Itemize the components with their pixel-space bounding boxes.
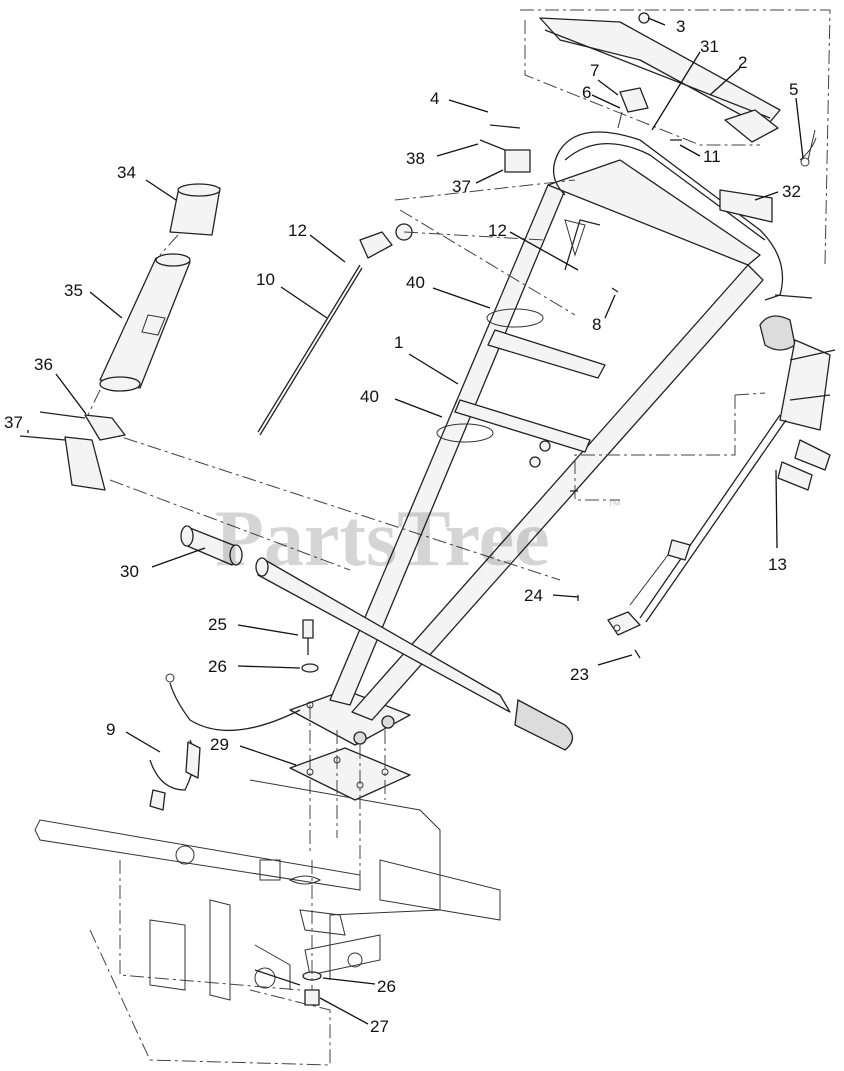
callout-11: 11 bbox=[703, 147, 721, 166]
callout-40a: 40 bbox=[406, 273, 425, 292]
callout-13: 13 bbox=[768, 555, 787, 574]
callout-29: 29 bbox=[210, 735, 229, 754]
callout-6: 6 bbox=[582, 83, 591, 102]
callout-8: 7 bbox=[590, 61, 599, 80]
cable-ties bbox=[436, 308, 544, 443]
upper-control-parts bbox=[479, 9, 831, 293]
control-rod bbox=[257, 179, 576, 436]
callout-labels: 3 2 31 7 6 5 4 11 38 37 32 34 12 12 10 4… bbox=[4, 17, 801, 1036]
callout-34: 35 bbox=[64, 281, 83, 300]
callout-38: 38 bbox=[406, 149, 425, 168]
callout-26b: 26 bbox=[377, 977, 396, 996]
watermark-trademark: ™ bbox=[607, 497, 621, 513]
watermark: PartsTree bbox=[215, 495, 550, 583]
callout-7: 8 bbox=[592, 315, 601, 334]
callout-5: 5 bbox=[789, 80, 798, 99]
callout-26a: 26 bbox=[208, 657, 227, 676]
callout-33: 34 bbox=[117, 163, 136, 182]
handle-grip-tube bbox=[99, 429, 574, 751]
frame-nuts bbox=[529, 440, 578, 492]
callout-40b: 40 bbox=[360, 387, 379, 406]
callout-30: 30 bbox=[120, 562, 139, 581]
callout-23: 23 bbox=[570, 665, 589, 684]
callout-24: 24 bbox=[524, 586, 543, 605]
callout-4: 4 bbox=[430, 89, 439, 108]
grip-assembly bbox=[19, 183, 221, 491]
callout-1: 1 bbox=[394, 333, 403, 352]
callout-35: 36 bbox=[34, 355, 53, 374]
callout-12a: 12 bbox=[288, 221, 307, 240]
callout-25: 25 bbox=[208, 615, 227, 634]
control-lever-assembly bbox=[574, 315, 836, 659]
callout-27: 27 bbox=[370, 1017, 389, 1036]
callout-31: 32 bbox=[782, 182, 801, 201]
callout-10: 10 bbox=[256, 270, 275, 289]
callout-3: 3 bbox=[676, 17, 685, 36]
leader-lines bbox=[27, 17, 804, 1025]
mower-deck-frame bbox=[34, 779, 501, 1066]
callout-9: 9 bbox=[106, 720, 115, 739]
callout-32: 31 bbox=[700, 37, 719, 56]
callout-2: 2 bbox=[738, 53, 747, 72]
wire-harness bbox=[149, 673, 301, 811]
callout-36: 37 bbox=[4, 413, 23, 432]
handle-frame bbox=[329, 131, 813, 721]
bolt-washer-nut bbox=[301, 619, 322, 1006]
callout-12b: 12 bbox=[488, 221, 507, 240]
callout-37: 37 bbox=[452, 177, 471, 196]
mount-plates bbox=[289, 689, 411, 885]
